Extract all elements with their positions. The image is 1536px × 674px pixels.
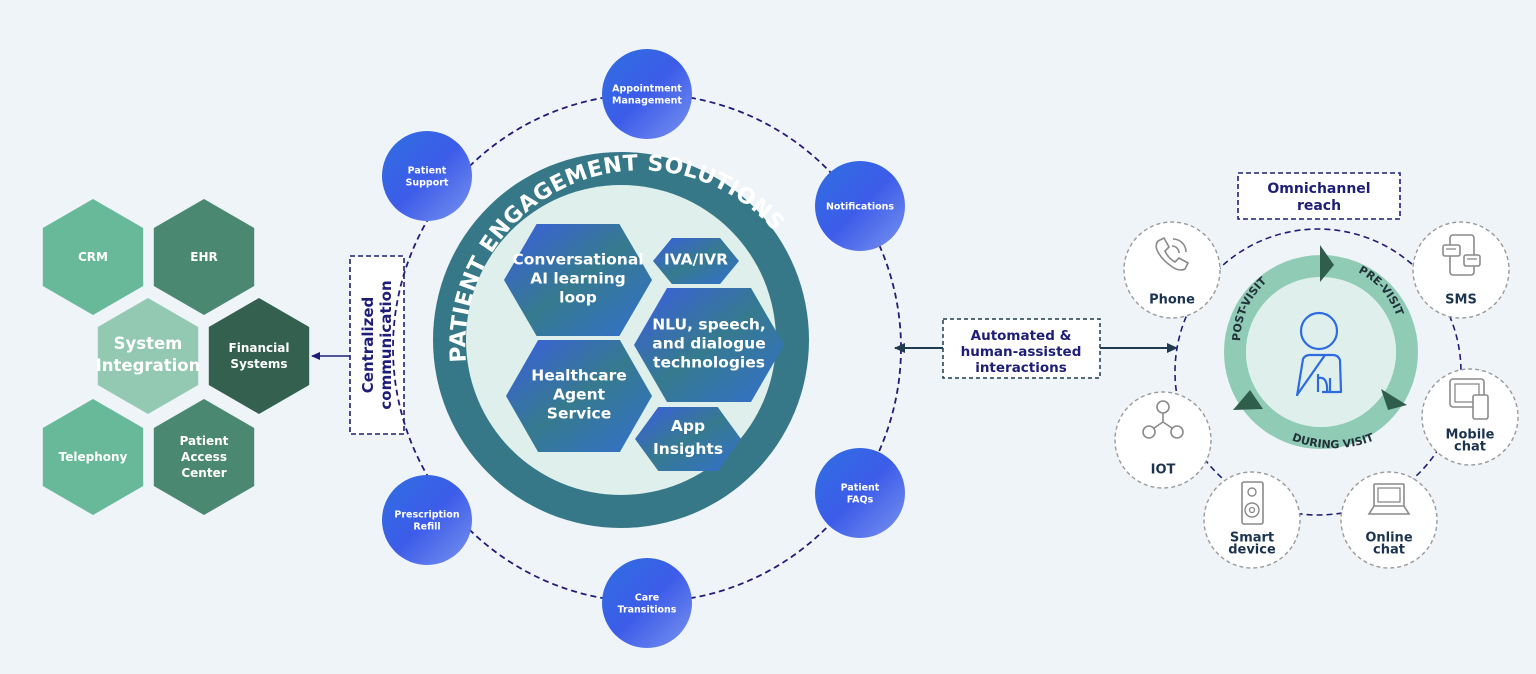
sms-line-1: SMS	[1445, 293, 1477, 308]
iot-network-icon	[1142, 400, 1184, 439]
interactions-line1: Automated &	[971, 328, 1072, 344]
smart-device-line-2: device	[1228, 543, 1276, 558]
care-transitions-line-2: Transitions	[618, 604, 677, 615]
centralized-communication-line2: communication	[377, 280, 395, 409]
patient-access-center-line-2: Access	[181, 450, 227, 464]
sms-icon	[1442, 234, 1481, 276]
patient-faqs-line-2: FAQs	[847, 494, 874, 505]
app-insights-line-1: App	[671, 417, 705, 435]
telephony-line-1: Telephony	[59, 450, 128, 464]
nlu-speech-line-1: NLU, speech,	[652, 315, 766, 333]
patient-support-line-1: Patient	[408, 165, 447, 176]
appointment-management-line-1: Appointment	[612, 83, 682, 94]
centralized-communication-box: Centralized communication	[349, 255, 405, 435]
interactions-line3: interactions	[975, 360, 1067, 376]
hex-telephony[interactable]: Telephony	[42, 399, 144, 515]
phone-line-1: Phone	[1149, 293, 1195, 308]
omnichannel-title-line1: Omnichannel	[1267, 181, 1370, 197]
speaker-icon	[1241, 481, 1264, 525]
conversational-ai-line-2: AI learning	[530, 269, 626, 287]
visit-cycle: PRE-VISIT POST-VISIT DURING VISIT	[1224, 245, 1418, 451]
iot-line-1: IOT	[1151, 463, 1176, 478]
prescription-refill-line-1: Prescription	[394, 509, 459, 520]
channel-phone[interactable]: Phone	[1123, 221, 1221, 319]
ehr-line-1: EHR	[190, 250, 217, 264]
mobile-chat-line-2: chat	[1454, 440, 1486, 455]
cycle-arrow-right	[1381, 389, 1407, 410]
patient-faqs-line-1: Patient	[841, 482, 880, 493]
nlu-speech-line-3: technologies	[653, 353, 765, 371]
channel-sms[interactable]: SMS	[1412, 221, 1510, 319]
patient-access-center-line-1: Patient	[180, 434, 229, 448]
cycle-arrow-left	[1233, 390, 1263, 410]
patient-support-line-2: Support	[406, 177, 449, 188]
iva-ivr-line-1: IVA/IVR	[664, 250, 728, 268]
care-transitions-line-1: Care	[635, 592, 660, 603]
interactions-line2: human-assisted	[961, 344, 1082, 360]
prescription-refill-line-2: Refill	[413, 521, 440, 532]
smart-device-line-1: Smart	[1230, 531, 1274, 546]
mobile-device-icon	[1449, 378, 1489, 420]
conversational-ai-line-3: loop	[559, 288, 597, 306]
cycle-arrow-top	[1320, 245, 1334, 282]
healthcare-agent-service-line-3: Service	[547, 404, 611, 422]
crm-line-1: CRM	[78, 250, 108, 264]
conversational-ai-line-1: Conversational	[512, 250, 643, 268]
laptop-icon	[1367, 483, 1411, 515]
centralized-communication-line1: Centralized	[359, 297, 377, 393]
omnichannel-title-line2: reach	[1297, 198, 1341, 214]
interactions-box: Automated & human-assisted interactions	[942, 318, 1101, 379]
channel-iot[interactable]: IOT	[1114, 391, 1212, 489]
online-chat-line-2: chat	[1373, 543, 1405, 558]
system-integration-line-1: System	[114, 334, 183, 353]
omnichannel-title-box: Omnichannel reach	[1237, 172, 1401, 220]
patient-sling-icon	[1295, 311, 1343, 397]
hex-ehr[interactable]: EHR	[153, 199, 255, 315]
healthcare-agent-service-line-2: Agent	[553, 385, 606, 403]
app-insights-line-2: Insights	[653, 440, 723, 458]
appointment-management-line-2: Management	[612, 95, 682, 106]
mobile-chat-line-1: Mobile	[1446, 428, 1495, 443]
notifications-line-1: Notifications	[826, 201, 894, 212]
patient-access-center-line-3: Center	[181, 466, 226, 480]
online-chat-line-1: Online	[1365, 531, 1412, 546]
system-integration-line-2: Integration	[96, 356, 201, 375]
engagement-outer-nodes: AppointmentManagementNotificationsPatien…	[382, 49, 905, 648]
phone-icon	[1155, 237, 1189, 271]
nlu-speech-line-2: and dialogue	[652, 334, 765, 352]
engagement-node-notifications[interactable]: Notifications	[815, 161, 905, 251]
healthcare-agent-service-line-1: Healthcare	[531, 366, 627, 384]
financial-systems-line-2: Systems	[230, 357, 287, 371]
financial-systems-line-1: Financial	[229, 341, 290, 355]
solution-hex-iva-ivr[interactable]: IVA/IVR	[653, 238, 739, 284]
hex-crm[interactable]: CRM	[42, 199, 144, 315]
